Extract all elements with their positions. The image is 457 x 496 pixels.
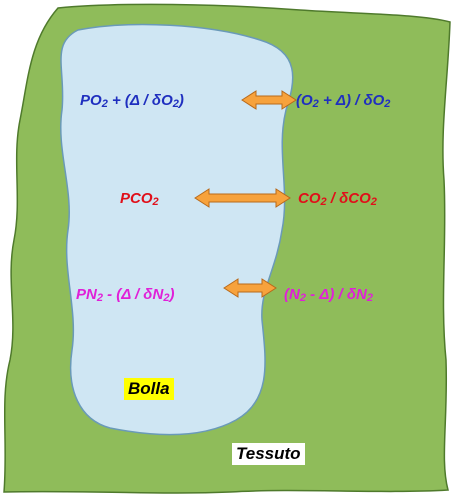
- nitrogen-left-label: PN2 - (Δ / δN2): [76, 286, 175, 304]
- double-arrow-icon: [194, 188, 291, 208]
- tessuto-label: Tessuto: [232, 443, 305, 465]
- oxygen-right-label: (O2 + Δ) / δO2: [296, 92, 391, 110]
- double-arrow-icon: [223, 278, 277, 298]
- carbon-left-label: PCO2: [120, 190, 159, 208]
- carbon-right-label: CO2 / δCO2: [298, 190, 377, 208]
- arrow-oxygen: [241, 90, 297, 110]
- nitrogen-right-label: (N2 - Δ) / δN2: [284, 286, 373, 304]
- arrow-carbon: [194, 188, 291, 208]
- bolla-label: Bolla: [124, 378, 174, 400]
- arrow-nitrogen: [223, 278, 277, 298]
- oxygen-left-label: PO2 + (Δ / δO2): [80, 92, 184, 110]
- bubble-region: [60, 23, 294, 436]
- double-arrow-icon: [241, 90, 297, 110]
